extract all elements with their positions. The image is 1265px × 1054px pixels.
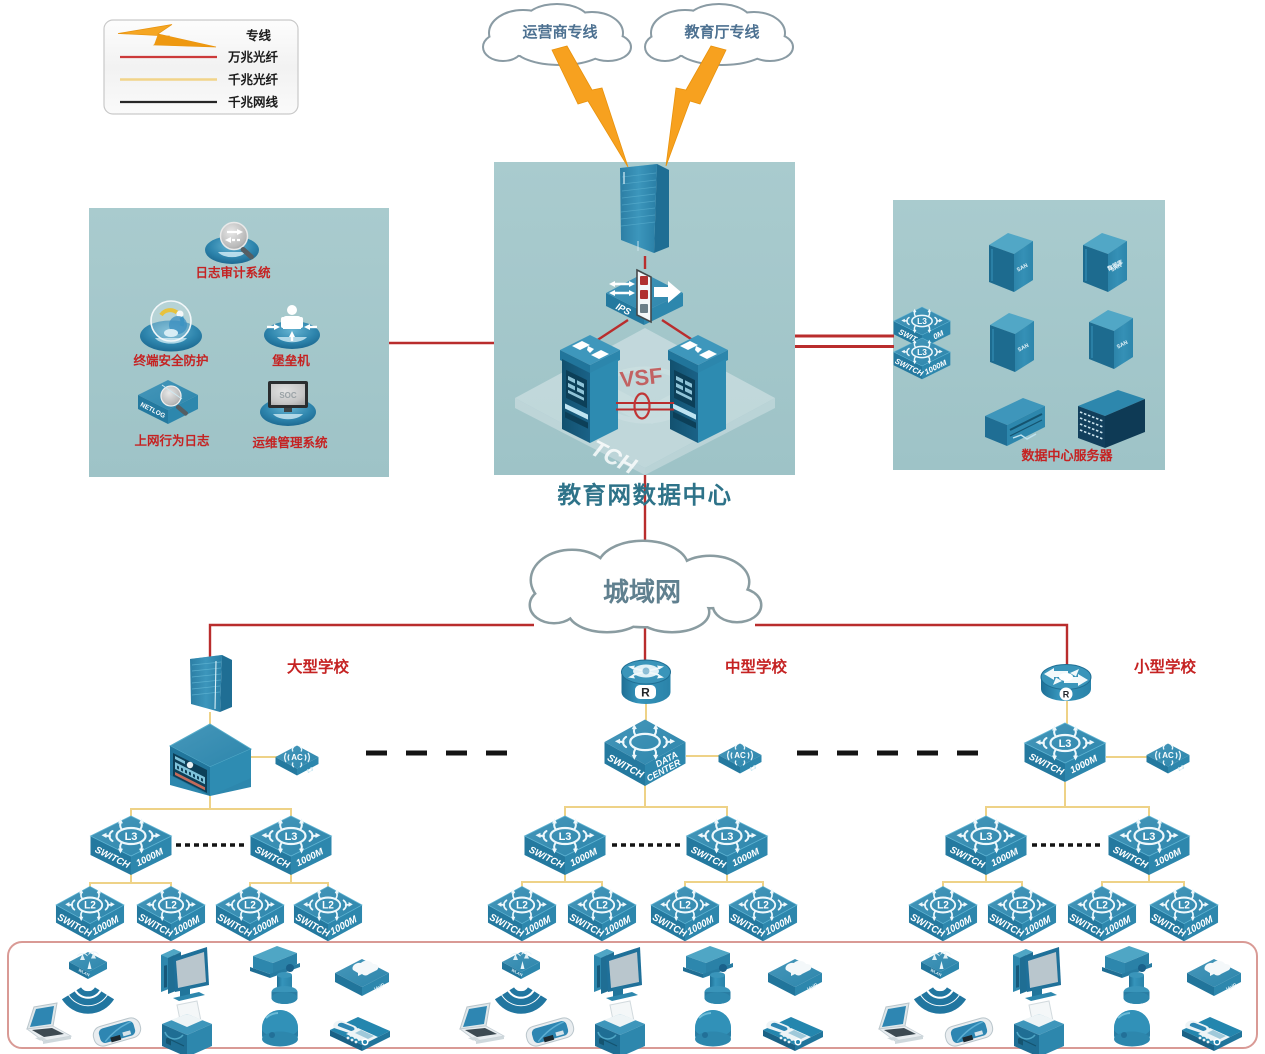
svg-text:R: R: [1063, 690, 1070, 700]
svg-text:VSF: VSF: [619, 363, 664, 392]
svg-text:L3: L3: [917, 347, 927, 357]
svg-text:L3: L3: [917, 316, 927, 326]
svg-text:上网行为日志: 上网行为日志: [134, 433, 210, 448]
svg-text:终端安全防护: 终端安全防护: [133, 353, 208, 368]
svg-text:万兆光纤: 万兆光纤: [227, 50, 279, 65]
svg-text:城域网: 城域网: [603, 577, 681, 607]
svg-text:大型学校: 大型学校: [287, 657, 350, 676]
svg-text:教育厅专线: 教育厅专线: [683, 23, 759, 41]
svg-text:中型学校: 中型学校: [725, 657, 788, 676]
svg-text:0M: 0M: [932, 328, 946, 341]
svg-text:数据中心服务器: 数据中心服务器: [1021, 448, 1113, 463]
svg-text:千兆网线: 千兆网线: [228, 95, 279, 110]
svg-text:日志审计系统: 日志审计系统: [195, 265, 271, 280]
svg-text:运维管理系统: 运维管理系统: [252, 435, 328, 450]
svg-text:R: R: [641, 686, 650, 700]
svg-text:教育网数据中心: 教育网数据中心: [558, 481, 733, 508]
svg-text:SAN: SAN: [1016, 263, 1029, 274]
svg-text:堡垒机: 堡垒机: [272, 353, 310, 368]
svg-text:千兆光纤: 千兆光纤: [228, 72, 279, 87]
svg-text:小型学校: 小型学校: [1134, 657, 1197, 676]
svg-text:专线: 专线: [246, 28, 272, 43]
svg-text:运营商专线: 运营商专线: [522, 23, 597, 41]
svg-text:SOC: SOC: [279, 391, 297, 400]
